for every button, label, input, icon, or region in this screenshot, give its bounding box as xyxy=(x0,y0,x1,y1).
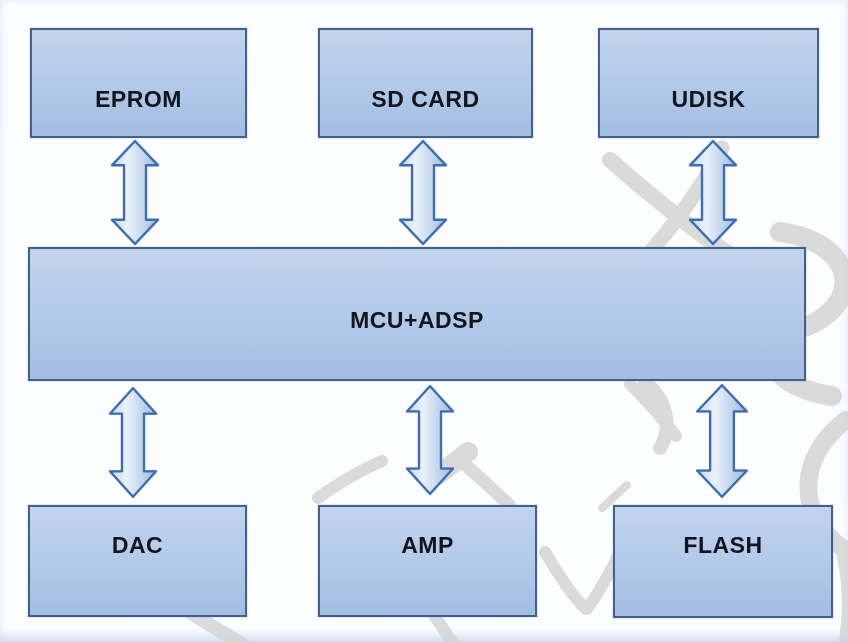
double-arrow-mcu-flash xyxy=(695,383,749,499)
node-udisk-label: UDISK xyxy=(671,85,746,112)
node-eprom: EPROM xyxy=(30,28,247,138)
double-arrow-udisk-mcu xyxy=(688,139,738,246)
node-amp-label: AMP xyxy=(401,531,454,558)
node-eprom-label: EPROM xyxy=(95,85,182,112)
double-arrow-eprom-mcu xyxy=(110,139,160,246)
node-sd-card: SD CARD xyxy=(318,28,533,138)
double-arrow-mcu-amp xyxy=(405,384,455,496)
node-flash-label: FLASH xyxy=(683,532,763,558)
node-dac: DAC xyxy=(28,505,247,617)
node-udisk: UDISK xyxy=(598,28,819,138)
double-arrow-sdcard-mcu xyxy=(398,139,448,246)
node-flash: FLASH xyxy=(613,505,833,618)
node-mcu-adsp-label: MCU+ADSP xyxy=(350,306,484,333)
node-amp: AMP xyxy=(318,505,537,617)
node-sd-card-label: SD CARD xyxy=(371,85,480,112)
node-mcu-adsp: MCU+ADSP xyxy=(28,247,806,381)
double-arrow-mcu-dac xyxy=(108,386,158,499)
node-dac-label: DAC xyxy=(111,531,164,558)
